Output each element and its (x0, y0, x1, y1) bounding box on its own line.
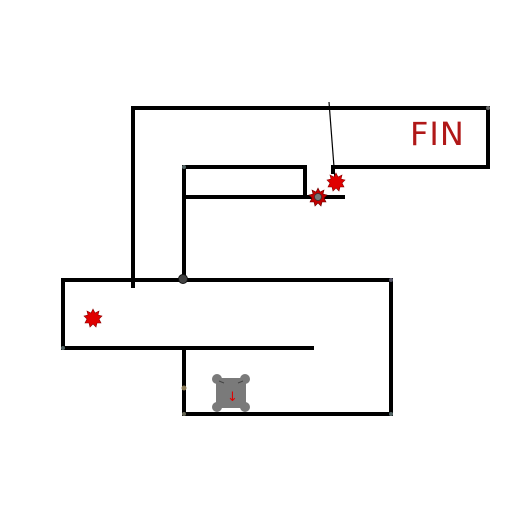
corner-marker (389, 412, 393, 416)
corner-marker (182, 412, 186, 416)
player-arrow: ↓ (227, 390, 238, 405)
player-robot[interactable]: ↓ (212, 374, 250, 412)
hazard-icon (308, 187, 328, 207)
joint-node (178, 274, 188, 284)
pendulum-rope (328, 101, 336, 181)
corner-marker (389, 278, 393, 282)
corner-markers (61, 106, 490, 416)
goal-label: FIN (410, 115, 465, 153)
hazard-icon (83, 308, 103, 328)
corner-marker (61, 346, 65, 350)
corner-marker (182, 165, 186, 169)
robot-body (216, 378, 246, 408)
hazard-icon (326, 172, 346, 192)
corner-marker (181, 385, 187, 391)
corner-marker (486, 106, 490, 110)
maze-walls (61, 106, 490, 416)
